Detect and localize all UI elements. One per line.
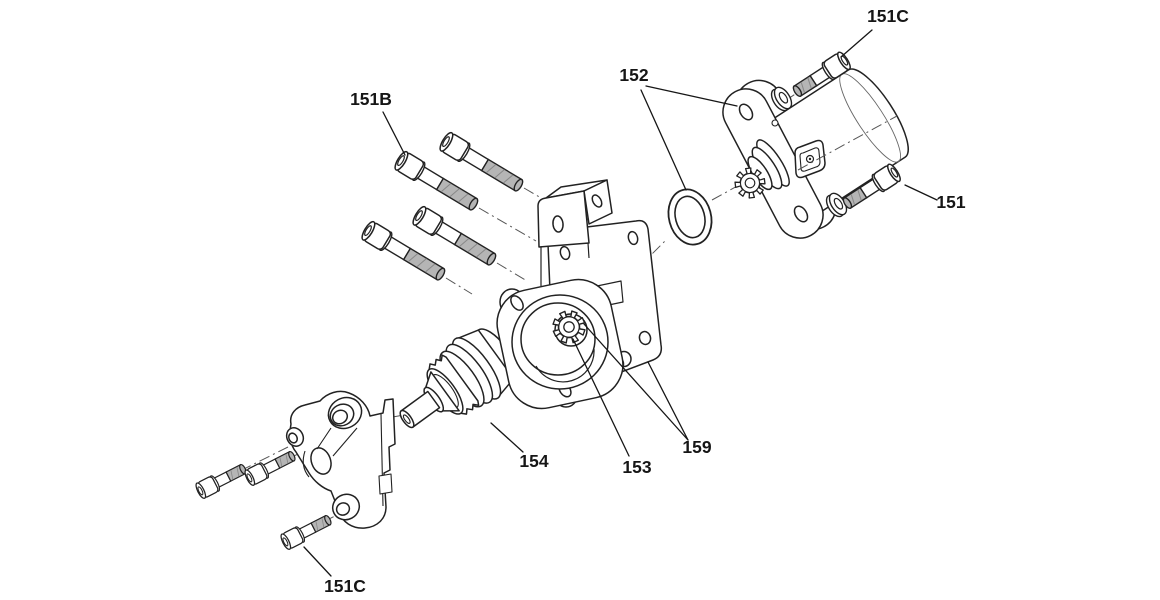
label-151c-bottom: 151C — [324, 576, 366, 596]
leader-lines — [303, 29, 938, 577]
starter-motor — [722, 68, 909, 239]
bracket-bolt-1 — [193, 459, 250, 501]
label-151b: 151B — [350, 89, 392, 109]
gear-housing — [496, 179, 663, 410]
bolts-151b-group — [359, 130, 528, 286]
starter-clutch-154 — [399, 328, 517, 429]
bracket-bolt-2 — [242, 446, 299, 488]
label-159: 159 — [682, 437, 711, 457]
bolt-151c-bottom — [278, 510, 335, 552]
label-152: 152 — [619, 65, 648, 85]
part-labels: 151C 152 151B 151 154 153 159 151C — [324, 6, 966, 596]
centerline-over-body — [797, 115, 898, 171]
label-151: 151 — [936, 192, 965, 212]
label-153: 153 — [622, 457, 651, 477]
mounting-bracket — [285, 390, 396, 529]
o-ring-152 — [667, 188, 713, 246]
label-154: 154 — [519, 451, 548, 471]
label-151c-top: 151C — [867, 6, 909, 26]
